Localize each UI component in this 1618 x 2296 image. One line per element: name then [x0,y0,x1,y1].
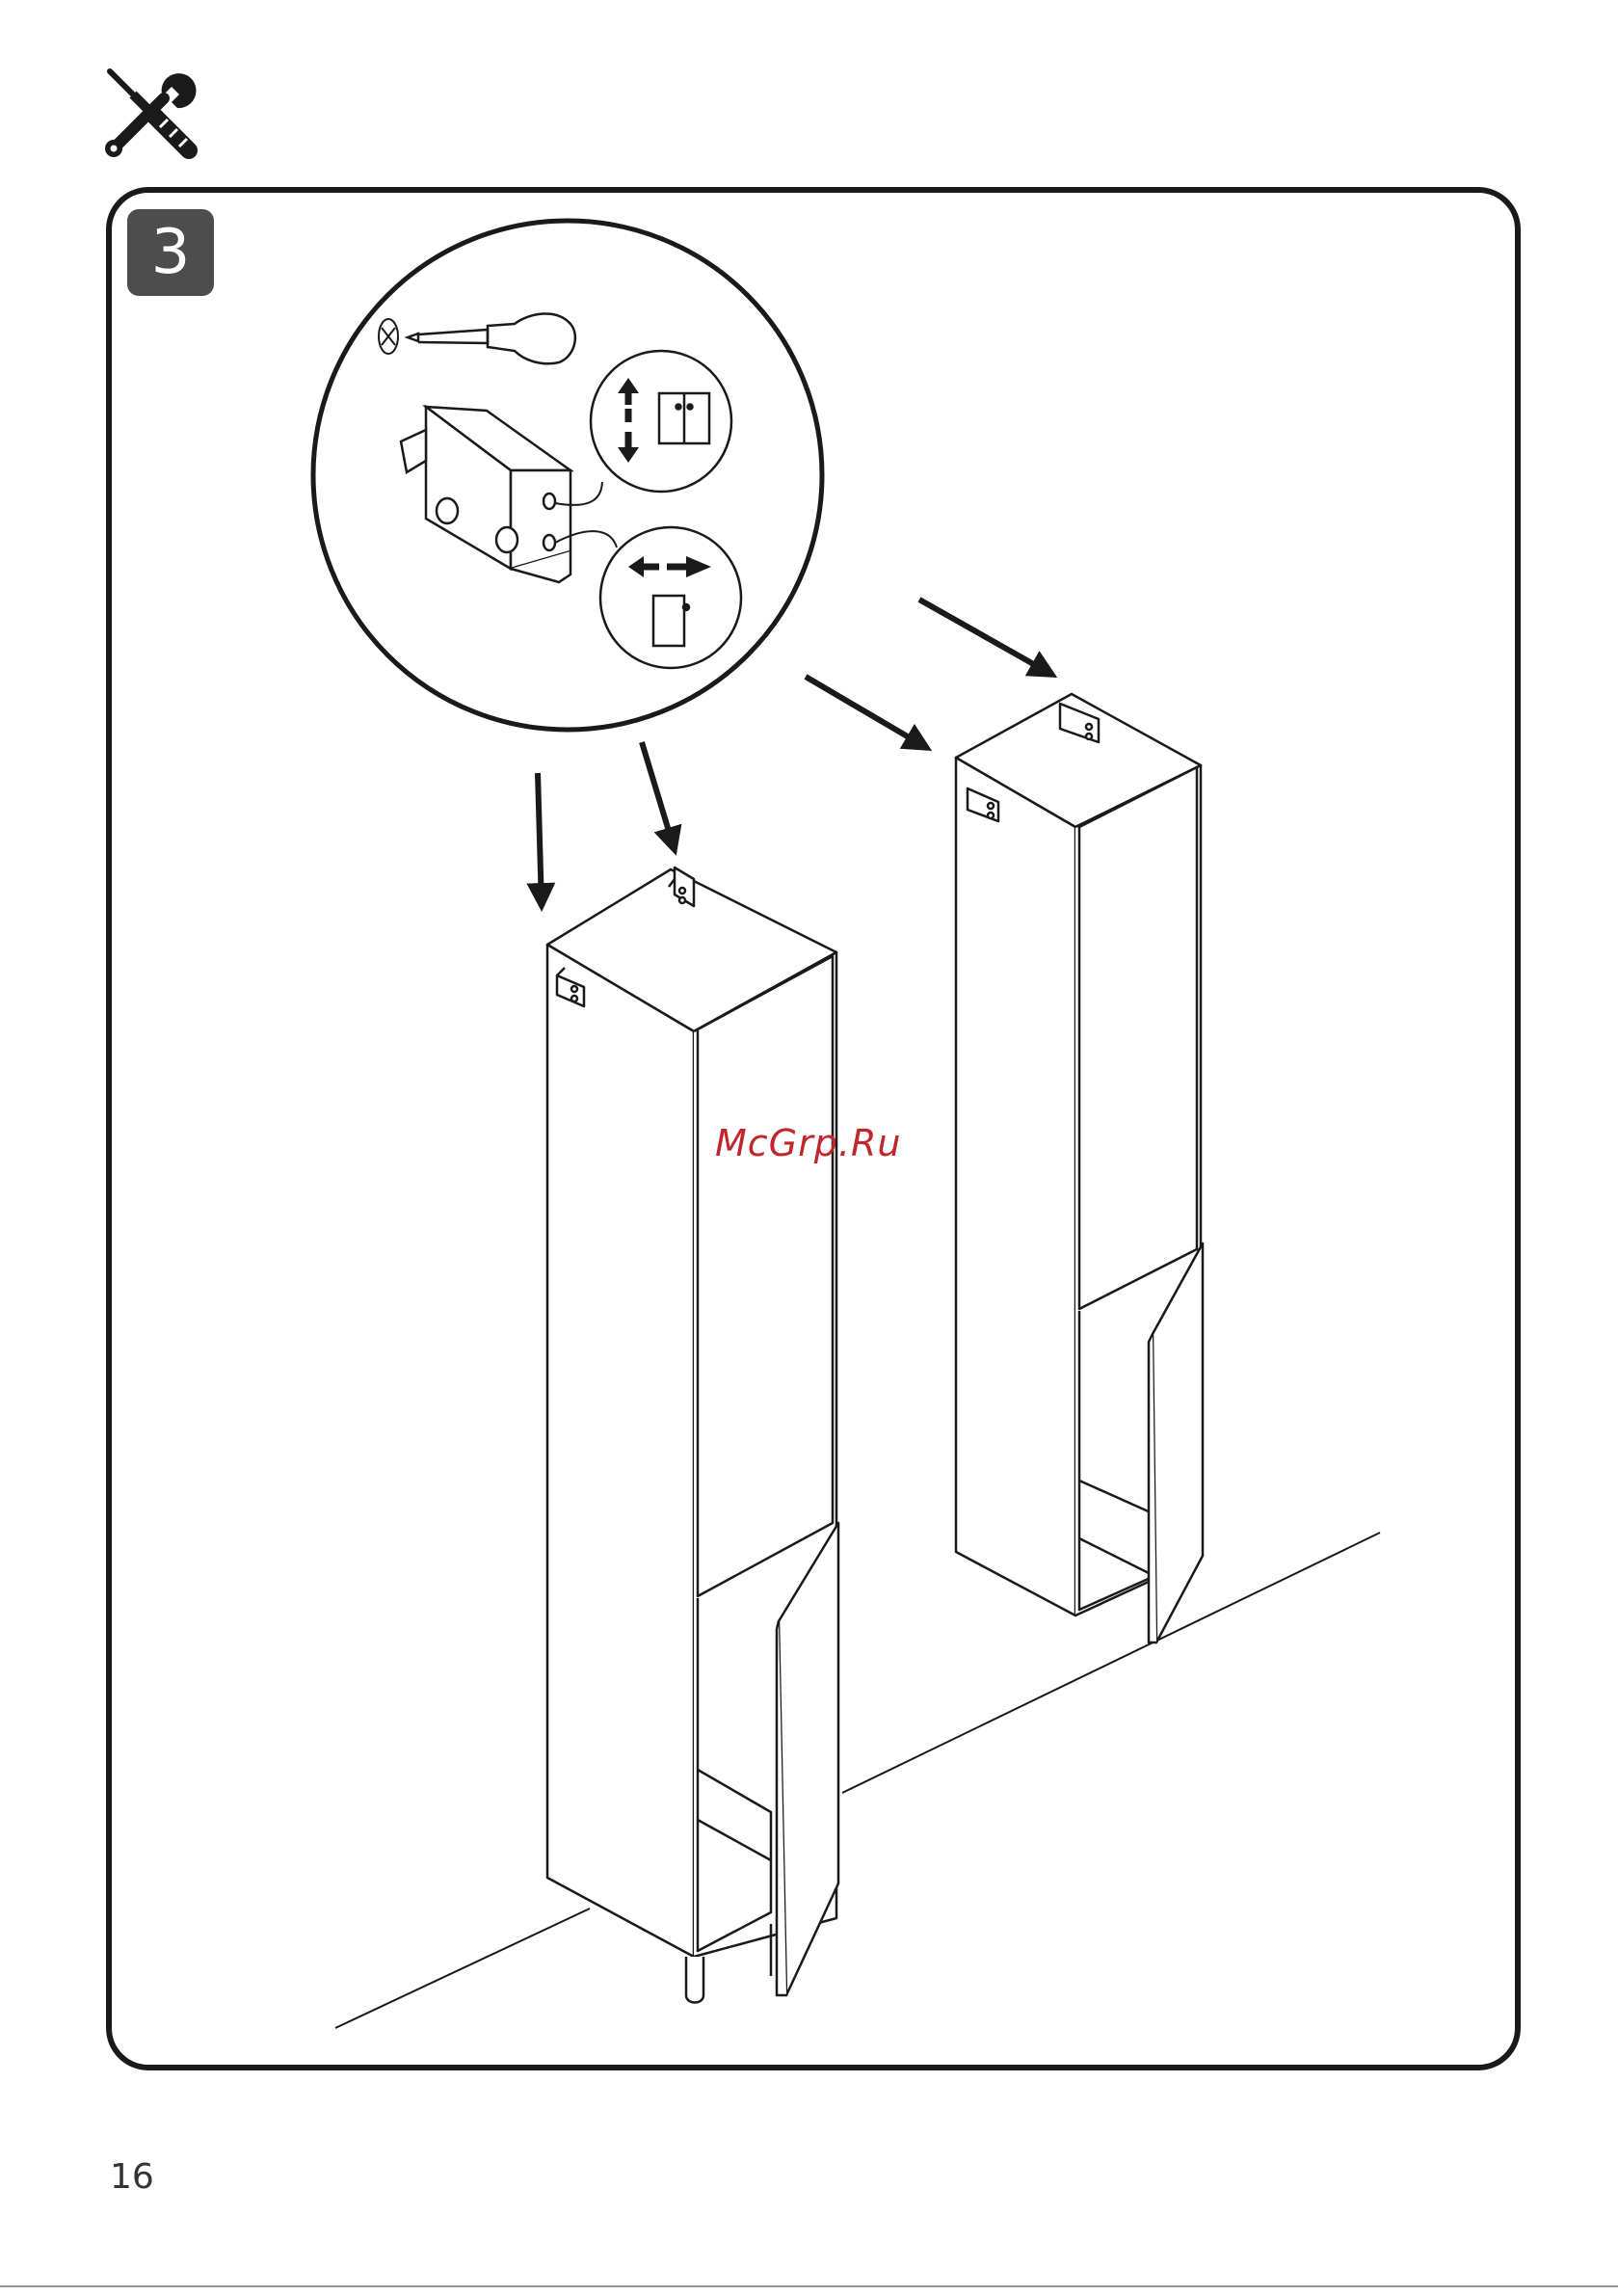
arrow-icon [919,600,1052,675]
tall-cabinet-front [547,868,838,2003]
tall-cabinet-back [956,694,1203,1642]
vertical-adjust-bubble [591,351,731,492]
arrow-icon [806,677,927,748]
floor-lines [335,1533,1380,2028]
arrow-icon [538,773,542,906]
page-number: 16 [110,2157,154,2197]
detail-callout [313,221,822,730]
bottom-rule [0,2285,1618,2287]
watermark: McGrp.Ru [715,1122,901,1164]
arrow-icon [642,742,675,850]
horizontal-adjust-bubble [600,527,741,668]
